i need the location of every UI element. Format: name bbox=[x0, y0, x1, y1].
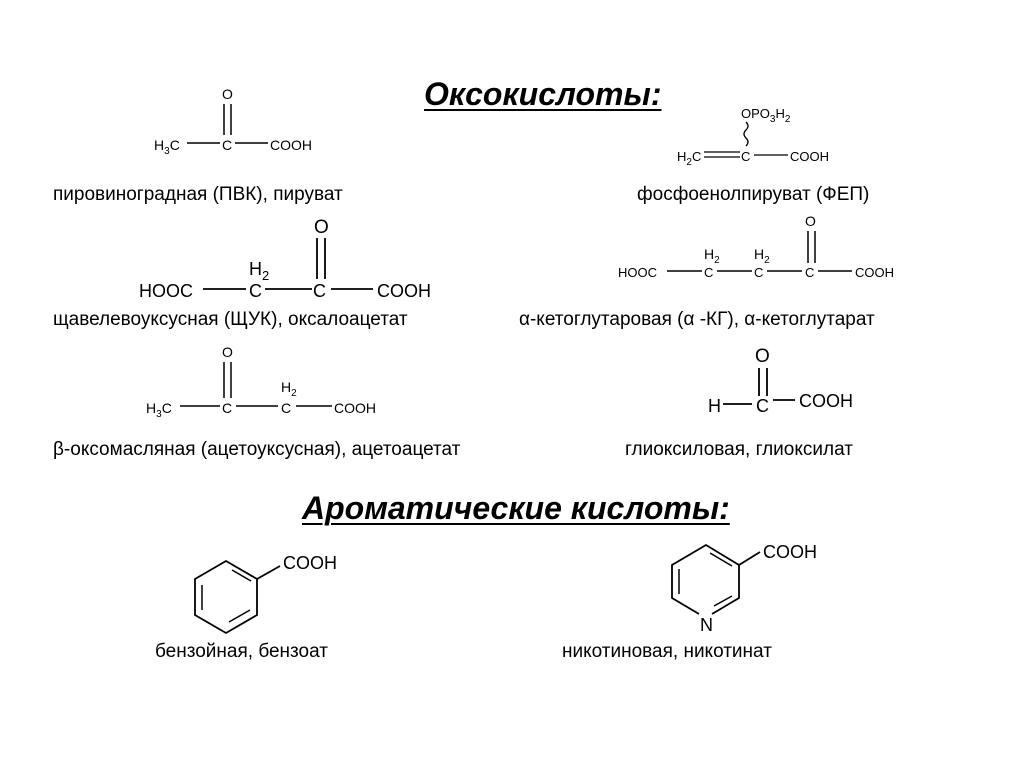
structure-benzoate: COOH bbox=[194, 553, 337, 635]
structure-pep: OPO3H2 H2C C COOH bbox=[677, 106, 829, 168]
pyruvate-carbon: C bbox=[222, 137, 232, 153]
name-pep: фосфоенолпируват (ФЕП) bbox=[637, 184, 870, 205]
structure-glyoxylate: O H C COOH bbox=[708, 346, 853, 416]
acetoacetate-carbon-2: C bbox=[281, 400, 291, 416]
structure-pyruvate: O H3C C COOH bbox=[154, 86, 312, 157]
acetoacetate-cooh: COOH bbox=[334, 400, 376, 416]
pep-carbon: C bbox=[741, 149, 750, 164]
pyruvate-oxygen: O bbox=[222, 86, 233, 102]
acetoacetate-oxygen: O bbox=[222, 344, 233, 360]
glyoxylate-oxygen: O bbox=[755, 346, 770, 367]
ketoglutarate-hooc: HOOC bbox=[618, 265, 657, 280]
name-benzoate: бензойная, бензоат bbox=[155, 641, 328, 662]
ketoglutarate-carbon-2: C bbox=[754, 265, 763, 280]
pyridine-ring bbox=[671, 543, 740, 615]
name-pyruvate: пировиноградная (ПВК), пируват bbox=[53, 184, 343, 205]
name-acetoacetate: β-оксомасляная (ацетоуксусная), ацетоаце… bbox=[53, 439, 461, 460]
pep-opo3h2: OPO3H2 bbox=[741, 106, 791, 125]
structure-acetoacetate: O H3C C H2 C COOH bbox=[146, 344, 376, 420]
pyruvate-h3c: H3C bbox=[154, 137, 180, 157]
ketoglutarate-carbon-3: C bbox=[805, 265, 814, 280]
ketoglutarate-cooh: COOH bbox=[855, 265, 894, 280]
oxaloacetate-carbon-2: C bbox=[313, 281, 326, 301]
glyoxylate-carbon: C bbox=[756, 396, 769, 416]
pep-h2c: H2C bbox=[677, 149, 701, 168]
acetoacetate-h3c: H3C bbox=[146, 400, 172, 420]
acetoacetate-h2: H2 bbox=[281, 379, 297, 399]
oxaloacetate-cooh: COOH bbox=[377, 281, 431, 301]
name-nicotinate: никотиновая, никотинат bbox=[562, 641, 772, 662]
structure-nicotinate: N COOH bbox=[671, 542, 817, 635]
structure-oxaloacetate: O HOOC H2 C C COOH bbox=[139, 217, 431, 301]
oxaloacetate-oxygen: O bbox=[314, 217, 329, 238]
pyruvate-cooh: COOH bbox=[270, 137, 312, 153]
benzene-ring bbox=[194, 559, 258, 635]
heading-oxoacids: Оксокислоты: bbox=[424, 76, 662, 112]
pep-cooh: COOH bbox=[790, 149, 829, 164]
acetoacetate-carbon-1: C bbox=[222, 400, 232, 416]
ketoglutarate-carbon-1: C bbox=[704, 265, 713, 280]
name-oxaloacetate: щавелевоуксусная (ЩУК), оксалоацетат bbox=[53, 309, 408, 330]
ketoglutarate-h2-1: H2 bbox=[704, 246, 720, 266]
pyridine-nitrogen: N bbox=[700, 615, 713, 635]
benzoate-cooh: COOH bbox=[283, 553, 337, 573]
glyoxylate-hydrogen: H bbox=[708, 396, 721, 416]
structure-ketoglutarate: O HOOC H2 C H2 C C COOH bbox=[618, 213, 894, 280]
ketoglutarate-h2-2: H2 bbox=[754, 246, 770, 266]
name-glyoxylate: глиоксиловая, глиоксилат bbox=[625, 439, 853, 460]
oxaloacetate-h2: H2 bbox=[249, 259, 269, 283]
ketoglutarate-oxygen: O bbox=[805, 213, 816, 229]
oxaloacetate-hooc: HOOC bbox=[139, 281, 193, 301]
heading-aromatic-acids: Ароматические кислоты: bbox=[302, 490, 730, 526]
glyoxylate-cooh: COOH bbox=[799, 391, 853, 411]
name-ketoglutarate: α-кетоглутаровая (α -КГ), α-кетоглутарат bbox=[519, 309, 875, 330]
nicotinate-cooh: COOH bbox=[763, 542, 817, 562]
oxaloacetate-carbon-1: C bbox=[249, 281, 262, 301]
